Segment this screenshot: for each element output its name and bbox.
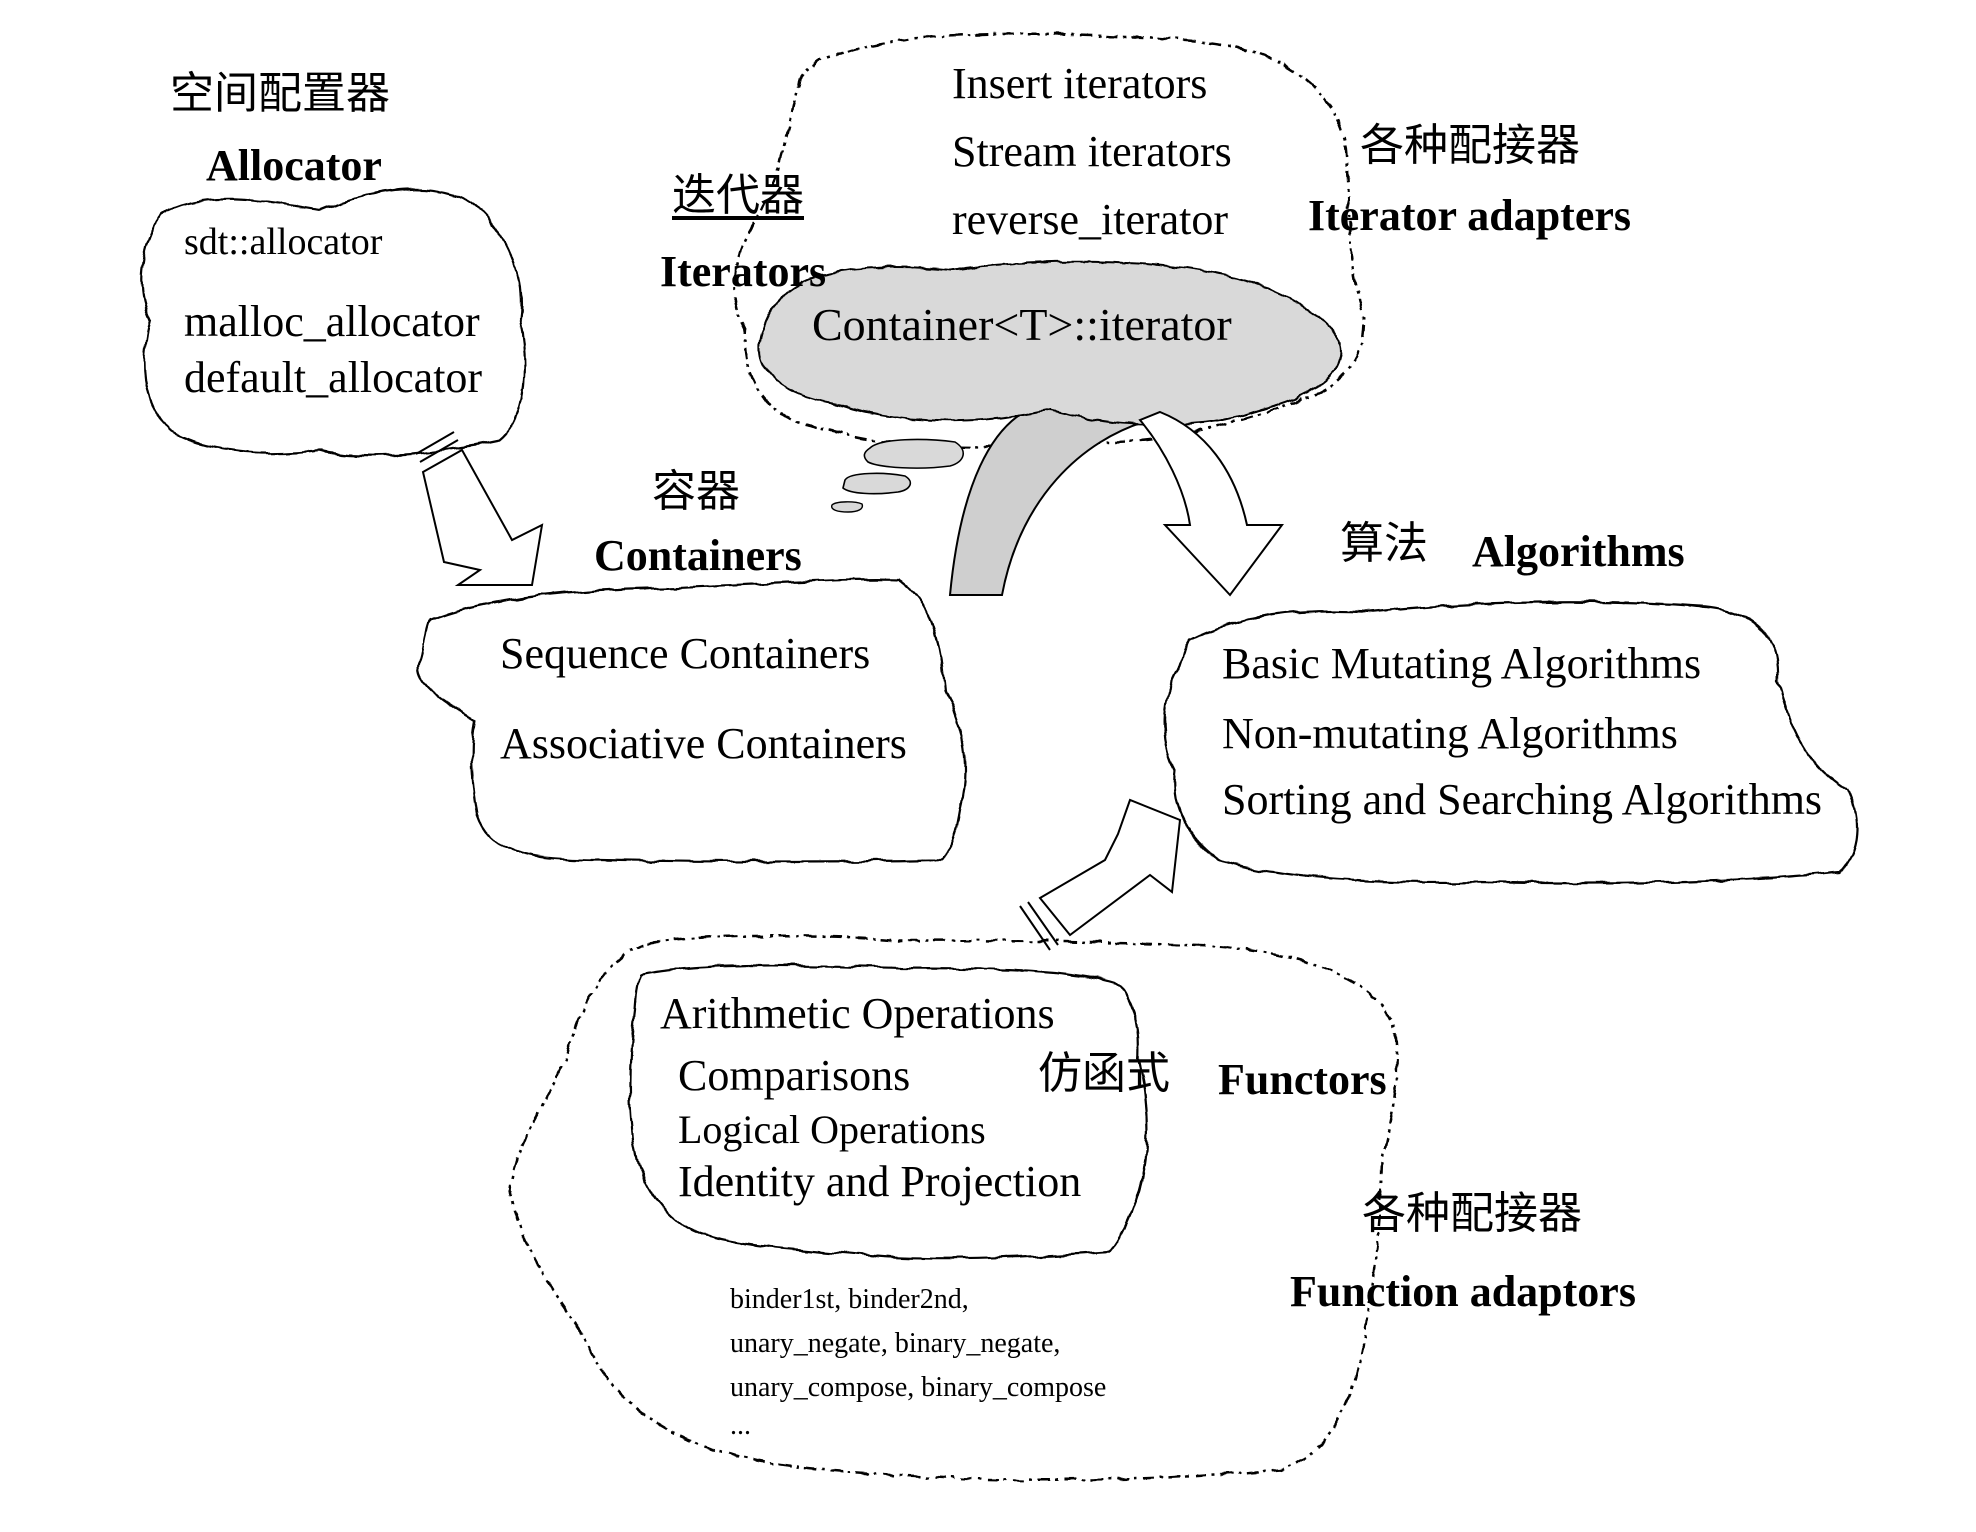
functors-cloud <box>628 964 1149 1260</box>
functor-item: Identity and Projection <box>678 1157 1082 1206</box>
functors-title-en: Functors <box>1218 1055 1387 1104</box>
allocator-item: malloc_allocator <box>184 297 480 346</box>
iterator-bubble-large <box>863 438 964 469</box>
iterator-core-cloud <box>758 260 1343 427</box>
function-adaptors-title-cn: 各种配接器 <box>1362 1188 1582 1239</box>
iterator-adapter-item: Stream iterators <box>952 127 1232 176</box>
functor-item: Comparisons <box>678 1051 911 1100</box>
iterator-core-label: Container<T>::iterator <box>812 299 1232 350</box>
iterator-adapters-title-cn: 各种配接器 <box>1360 120 1580 171</box>
allocator-title-en: Allocator <box>206 141 382 190</box>
iterators-title-cn: 迭代器 <box>672 170 804 221</box>
iterator-adapters-title-en: Iterator adapters <box>1308 191 1631 240</box>
iterator-adapter-item: Insert iterators <box>952 59 1208 108</box>
iterators-title-en: Iterators <box>660 247 827 296</box>
iterator-bridge <box>948 403 1153 596</box>
function-adaptor-item: binder1st, binder2nd, <box>730 1284 969 1315</box>
containers-title-en: Containers <box>594 531 802 580</box>
algorithm-item: Non-mutating Algorithms <box>1222 709 1678 758</box>
function-adaptors-title-en: Function adaptors <box>1290 1267 1636 1316</box>
containers-cloud <box>417 578 967 863</box>
iterator-bubble-small <box>831 501 864 513</box>
iterator-bubble-medium <box>842 472 912 495</box>
algorithms-title-cn: 算法 <box>1340 518 1428 569</box>
containers-title-cn: 容器 <box>652 466 740 517</box>
algorithm-item: Sorting and Searching Algorithms <box>1222 775 1823 824</box>
container-item: Associative Containers <box>500 719 907 768</box>
function-adaptor-item: ... <box>730 1410 751 1441</box>
allocator-to-containers-arrow <box>415 431 544 586</box>
function-adaptor-item: unary_compose, binary_compose <box>730 1372 1107 1403</box>
functor-item: Arithmetic Operations <box>660 989 1055 1038</box>
functors-to-algorithms-arrow <box>1019 798 1182 951</box>
algorithms-title-en: Algorithms <box>1472 527 1685 576</box>
function-adaptor-item: unary_negate, binary_negate, <box>730 1328 1061 1359</box>
allocator-item: sdt::allocator <box>184 221 383 263</box>
iterators-to-algorithms-arrow <box>1138 410 1284 597</box>
functor-item: Logical Operations <box>678 1107 986 1152</box>
container-item: Sequence Containers <box>500 629 871 678</box>
algorithm-item: Basic Mutating Algorithms <box>1222 639 1702 688</box>
allocator-title-cn: 空间配置器 <box>170 68 390 119</box>
allocator-item: default_allocator <box>184 353 483 402</box>
function-adaptors-dotted-cloud <box>508 934 1399 1481</box>
allocator-cloud <box>140 188 526 457</box>
functors-title-cn: 仿函式 <box>1038 1048 1170 1099</box>
iterator-adapter-item: reverse_iterator <box>952 195 1229 244</box>
algorithms-cloud <box>1163 600 1859 885</box>
